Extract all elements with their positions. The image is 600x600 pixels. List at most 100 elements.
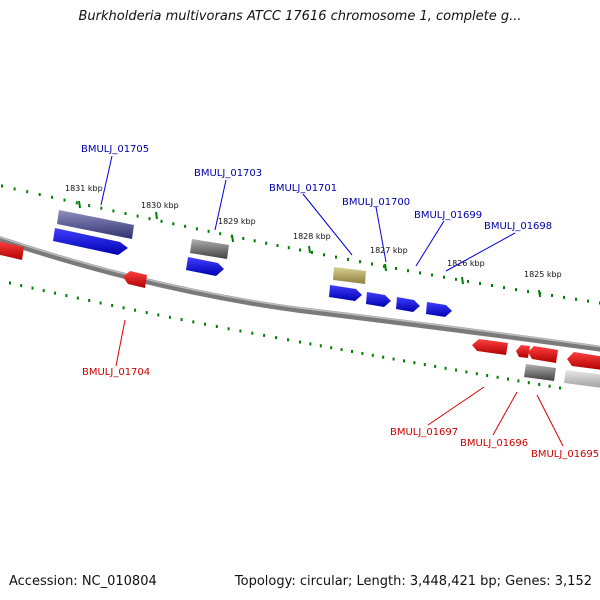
tick-dot — [486, 374, 489, 377]
tick-dot — [31, 286, 34, 290]
tick-dot — [160, 219, 163, 223]
tick-dot — [548, 384, 551, 388]
gene-feature[interactable] — [564, 370, 600, 388]
tick-dot — [65, 294, 68, 298]
tick-dot — [99, 301, 102, 305]
tick-dot — [382, 355, 385, 359]
label-leaders-forward — [100, 155, 516, 272]
tick-dot — [475, 372, 478, 376]
tick-marks — [78, 200, 541, 298]
gene-feature[interactable] — [426, 302, 452, 317]
tick-dot — [503, 286, 505, 290]
tick-dot — [507, 377, 509, 381]
tick-dot — [63, 198, 66, 202]
gene-label[interactable]: BMULJ_01699 — [414, 210, 482, 221]
tick-dot — [88, 299, 91, 302]
tick-dot — [287, 246, 290, 250]
tick-dot — [407, 269, 409, 273]
gene-feature[interactable] — [53, 228, 128, 255]
tick-label: 1825 kbp — [524, 270, 562, 279]
gene-feature[interactable] — [186, 257, 224, 276]
gene-feature[interactable] — [333, 267, 366, 284]
chromosome-backbone-highlight — [0, 236, 600, 348]
tick-dot — [265, 241, 268, 245]
chromosome-backbone — [0, 236, 600, 352]
gene-feature[interactable] — [0, 241, 24, 260]
gene-label[interactable]: BMULJ_01700 — [342, 197, 410, 208]
reverse-strand-features — [0, 241, 600, 388]
gene-label[interactable]: BMULJ_01705 — [81, 144, 149, 155]
map-title: Burkholderia multivorans ATCC 17616 chro… — [78, 9, 522, 24]
tick-dot — [276, 244, 279, 247]
gene-feature[interactable] — [516, 345, 530, 358]
gene-feature[interactable] — [123, 271, 147, 288]
gene-feature[interactable] — [567, 352, 600, 370]
gene-label[interactable]: BMULJ_01701 — [269, 183, 337, 194]
gene-feature[interactable] — [472, 339, 508, 355]
gene-label[interactable]: BMULJ_01696 — [460, 438, 528, 449]
gene-feature[interactable] — [528, 346, 558, 363]
tick-dot — [559, 386, 561, 390]
tick-dot — [157, 313, 160, 317]
tick-dot — [251, 331, 254, 335]
gene-feature[interactable] — [57, 210, 134, 239]
tick-dot — [287, 338, 289, 342]
tick-dot — [351, 350, 353, 353]
tick-dot — [9, 281, 11, 285]
tick-dot — [527, 290, 529, 294]
tick-dot — [575, 297, 577, 301]
tick-dot — [20, 284, 23, 288]
gene-feature[interactable] — [366, 292, 391, 307]
tick-mark — [538, 289, 541, 298]
tick-dot — [323, 253, 325, 257]
tick-dot — [239, 329, 242, 333]
tick-dot — [207, 229, 210, 233]
tick-dot — [419, 271, 421, 275]
gene-feature[interactable] — [329, 285, 362, 301]
gene-label[interactable]: BMULJ_01698 — [484, 221, 552, 232]
tick-dot — [465, 370, 468, 374]
gene-label[interactable]: BMULJ_01695 — [531, 449, 599, 460]
tick-dot — [111, 303, 114, 307]
tick-dot — [88, 204, 91, 207]
tick-dot — [413, 361, 416, 365]
gene-label[interactable]: BMULJ_01704 — [82, 367, 150, 378]
tick-dot — [13, 187, 16, 191]
tick-dot — [215, 325, 218, 328]
tick-dot — [444, 366, 447, 370]
tick-label: 1831 kbp — [65, 184, 103, 193]
gene-label[interactable]: BMULJ_01697 — [390, 427, 458, 438]
tick-dot — [136, 214, 139, 218]
tick-dot — [443, 275, 445, 279]
tick-dot — [75, 201, 78, 205]
tick-dot — [551, 294, 553, 297]
tick-dot — [467, 279, 469, 283]
gene-labels-forward: BMULJ_01705 BMULJ_01703 BMULJ_01701 BMUL… — [81, 144, 552, 232]
gene-feature[interactable] — [524, 364, 556, 381]
tick-mark — [384, 263, 387, 272]
outer-tick-ring — [1, 184, 600, 305]
tick-dot — [423, 363, 426, 367]
tick-dot — [1, 184, 3, 188]
gene-feature[interactable] — [396, 297, 420, 312]
tick-dot — [319, 344, 322, 348]
tick-label: 1828 kbp — [293, 232, 331, 241]
tick-dot — [219, 232, 222, 236]
tick-dot — [383, 264, 385, 268]
gene-label[interactable]: BMULJ_01703 — [194, 168, 262, 179]
tick-dot — [347, 257, 349, 261]
label-leaders-reverse — [115, 319, 564, 447]
tick-dot — [335, 255, 337, 259]
tick-dot — [145, 311, 148, 315]
tick-dot — [392, 357, 395, 361]
tick-dot — [371, 353, 374, 357]
gene-feature[interactable] — [190, 239, 229, 259]
tick-dot — [195, 227, 198, 231]
tick-dot — [192, 320, 195, 324]
tick-dot — [538, 383, 541, 386]
tick-dot — [204, 322, 206, 326]
tick-dot — [51, 195, 54, 199]
tick-dot — [148, 217, 151, 221]
tick-dot — [134, 308, 137, 312]
